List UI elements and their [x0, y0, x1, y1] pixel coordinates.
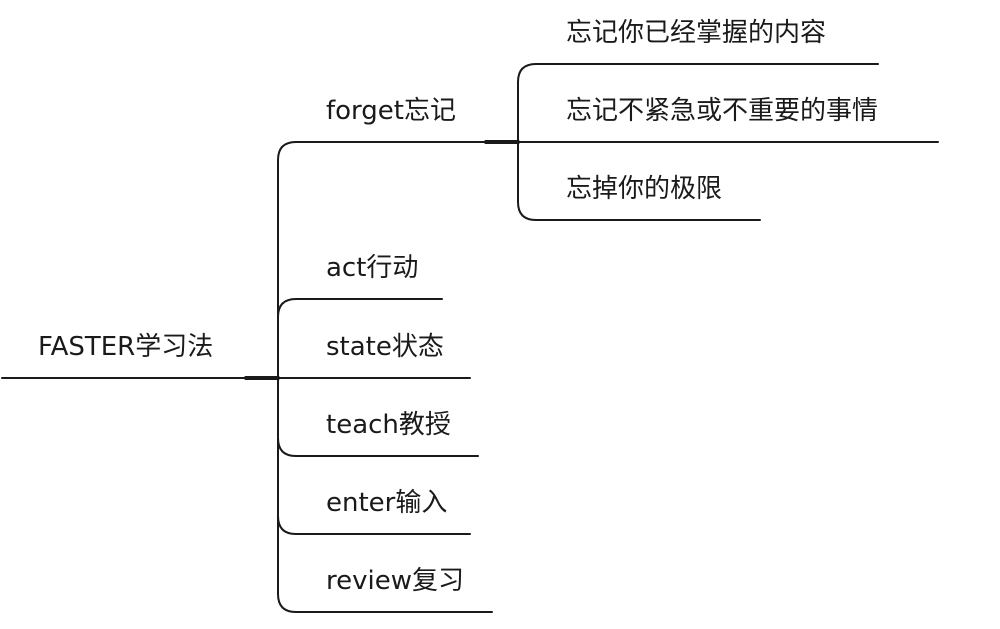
- branch-connector-teach: [277, 437, 297, 457]
- branch-forget[interactable]: forget忘记: [326, 96, 456, 126]
- forget-child-2[interactable]: 忘记不紧急或不重要的事情: [566, 96, 879, 126]
- branch-review[interactable]: review复习: [326, 566, 464, 596]
- forget-child-3[interactable]: 忘掉你的极限: [566, 174, 723, 204]
- branch-teach[interactable]: teach教授: [326, 410, 451, 440]
- branch-act[interactable]: act行动: [326, 253, 419, 283]
- branch-state[interactable]: state状态: [326, 332, 444, 362]
- branch-connector-act: [277, 298, 297, 318]
- branch-connector-enter: [277, 515, 297, 535]
- root-label[interactable]: FASTER学习法: [38, 332, 214, 362]
- branch-enter[interactable]: enter输入: [326, 488, 448, 518]
- forget-child-1[interactable]: 忘记你已经掌握的内容: [566, 18, 827, 48]
